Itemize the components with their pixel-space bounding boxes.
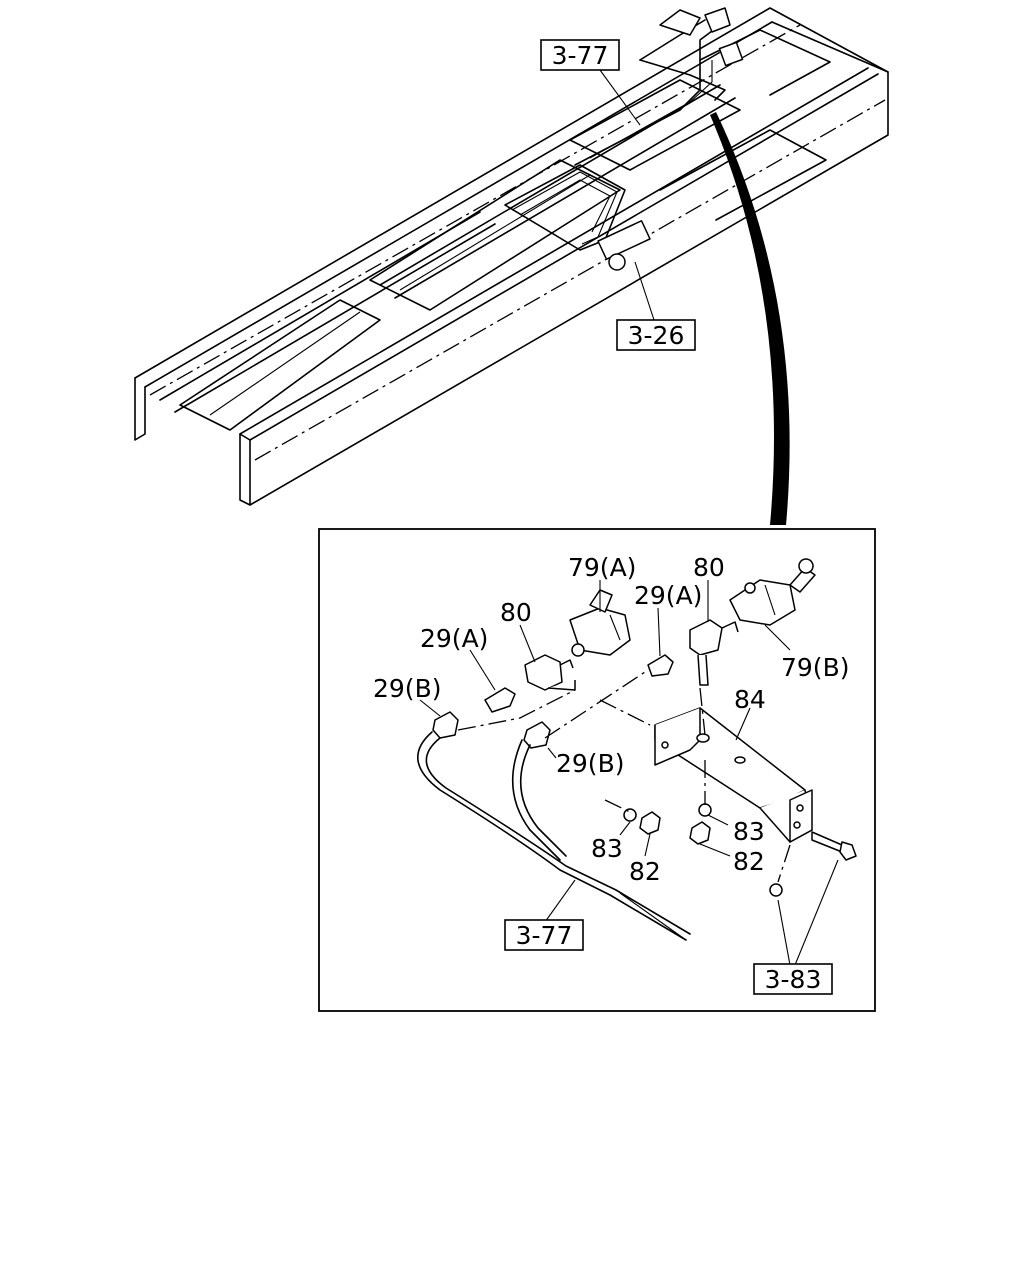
- label-29b-left: 29(B): [373, 674, 441, 703]
- label-29a-right: 29(A): [634, 581, 702, 610]
- assembly-lines: [457, 671, 791, 883]
- brake-pipe-assembly: [504, 7, 744, 271]
- label-82-right: 82: [733, 847, 765, 876]
- callout-3-26[interactable]: 3-26: [616, 319, 696, 351]
- fitting-29a-right: [647, 654, 674, 677]
- bolt-3-83: [769, 831, 857, 897]
- label-84: 84: [734, 685, 766, 714]
- label-79b: 79(B): [781, 653, 849, 682]
- detail-pointer-arrow: [710, 112, 790, 525]
- washer-83-right: [698, 803, 712, 817]
- brake-hose-3-77: [417, 731, 691, 941]
- nut-82-right: [689, 821, 711, 845]
- label-29b-mid: 29(B): [556, 749, 624, 778]
- overview-leaders: [599, 69, 656, 324]
- brake-chamber-79a: [569, 589, 631, 657]
- callout-3-77-top-text: 3-77: [552, 41, 609, 70]
- fitting-29b-left: [432, 711, 459, 739]
- label-29a-left: 29(A): [420, 624, 488, 653]
- label-83-right: 83: [733, 817, 765, 846]
- washer-83-left: [623, 808, 637, 822]
- label-83-left: 83: [591, 834, 623, 863]
- fitting-29b-mid: [523, 721, 551, 749]
- label-79a: 79(A): [568, 553, 636, 582]
- callout-3-77-top[interactable]: 3-77: [540, 39, 620, 71]
- detail-leaders: [419, 580, 839, 966]
- callout-3-26-text: 3-26: [628, 321, 685, 350]
- label-80-top: 80: [693, 553, 725, 582]
- label-80-left: 80: [500, 598, 532, 627]
- ref-3-77-detail-text: 3-77: [516, 921, 573, 950]
- ref-3-83[interactable]: 3-83: [753, 963, 833, 995]
- tee-fitting-80-right: [689, 619, 739, 686]
- fitting-29a-left: [484, 687, 516, 713]
- ref-3-83-text: 3-83: [765, 965, 822, 994]
- bracket-84: [654, 707, 813, 843]
- tee-fitting-80-left: [524, 654, 576, 691]
- nut-82-left: [639, 811, 661, 835]
- brake-chamber-79b: [729, 558, 816, 626]
- ref-3-77-detail[interactable]: 3-77: [504, 919, 584, 951]
- detail-labels: 79(A) 80 29(A) 80 29(A) 79(B) 29(B) 84 2…: [373, 553, 849, 886]
- label-82-left: 82: [629, 857, 661, 886]
